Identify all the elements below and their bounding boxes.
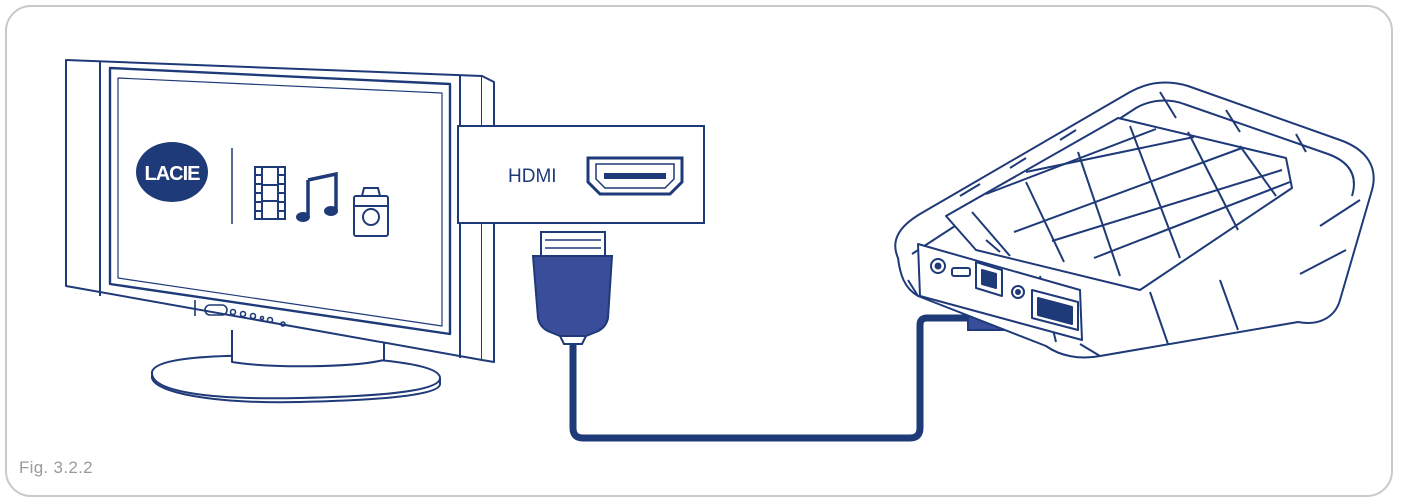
hdmi-port-icon bbox=[586, 156, 684, 196]
usb-port bbox=[951, 267, 971, 277]
lacie-logo: LACIE bbox=[136, 142, 208, 202]
lacie-logo-text: LACIE bbox=[145, 163, 201, 185]
monitor-front-buttons bbox=[194, 300, 286, 327]
monitor-stand-neck bbox=[231, 330, 385, 368]
figure-caption: Fig. 3.2.2 bbox=[19, 458, 93, 477]
hdmi-plug-body bbox=[531, 255, 614, 337]
hdmi-plug-head bbox=[540, 231, 606, 257]
rugged-hard-drive bbox=[894, 81, 1375, 359]
hdmi-label: HDMI bbox=[508, 166, 557, 187]
hdmi-port-callout: HDMI bbox=[457, 125, 705, 224]
tv-monitor bbox=[65, 59, 495, 404]
film-icon bbox=[254, 166, 286, 220]
music-note-icon bbox=[296, 171, 338, 222]
camera-icon bbox=[353, 187, 389, 237]
